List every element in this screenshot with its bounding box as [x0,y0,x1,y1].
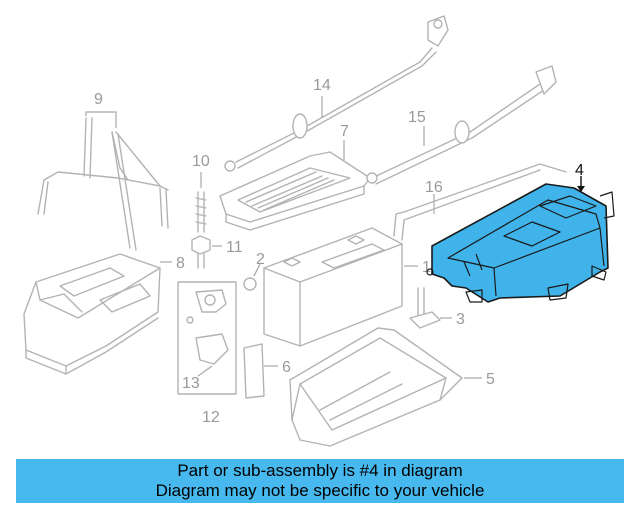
callout-10[interactable]: 10 [192,153,210,170]
callout-4[interactable]: 4 [575,162,584,179]
part-12-group [177,281,237,395]
callout-1[interactable]: 1 [422,259,431,276]
part-11-nut [191,235,211,269]
callout-9[interactable]: 9 [94,91,103,108]
callout-15[interactable]: 15 [408,109,426,126]
callout-11[interactable]: 11 [226,239,243,256]
callout-5[interactable]: 5 [486,371,495,388]
callout-12[interactable]: 12 [202,409,220,426]
callout-7[interactable]: 7 [340,123,349,140]
part-15-cable [366,65,557,185]
part-4-battery-tray[interactable] [426,183,615,303]
callout-16[interactable]: 16 [425,179,443,196]
part-3-bolt [409,287,441,329]
callout-6[interactable]: 6 [282,359,291,376]
callout-13[interactable]: 13 [182,375,200,392]
callout-8[interactable]: 8 [176,255,185,272]
part-2-clip [243,277,257,291]
part-9-bracket [37,117,169,251]
part-6-bracket [243,343,265,399]
part-16-strap [393,163,567,241]
part-5-lower-tray [289,327,463,447]
callout-3[interactable]: 3 [456,311,465,328]
info-banner: Part or sub-assembly is #4 in diagram Di… [16,459,624,503]
banner-line-1: Part or sub-assembly is #4 in diagram [177,461,463,480]
part-14-cable [224,15,449,172]
part-10-stud [195,191,207,233]
banner-line-2: Diagram may not be specific to your vehi… [155,481,485,500]
callout-14[interactable]: 14 [313,77,331,94]
part-8-battery-cover [23,253,161,375]
callout-2[interactable]: 2 [256,251,265,268]
part-7-terminal-cover [219,151,371,231]
part-1-battery [263,227,403,347]
